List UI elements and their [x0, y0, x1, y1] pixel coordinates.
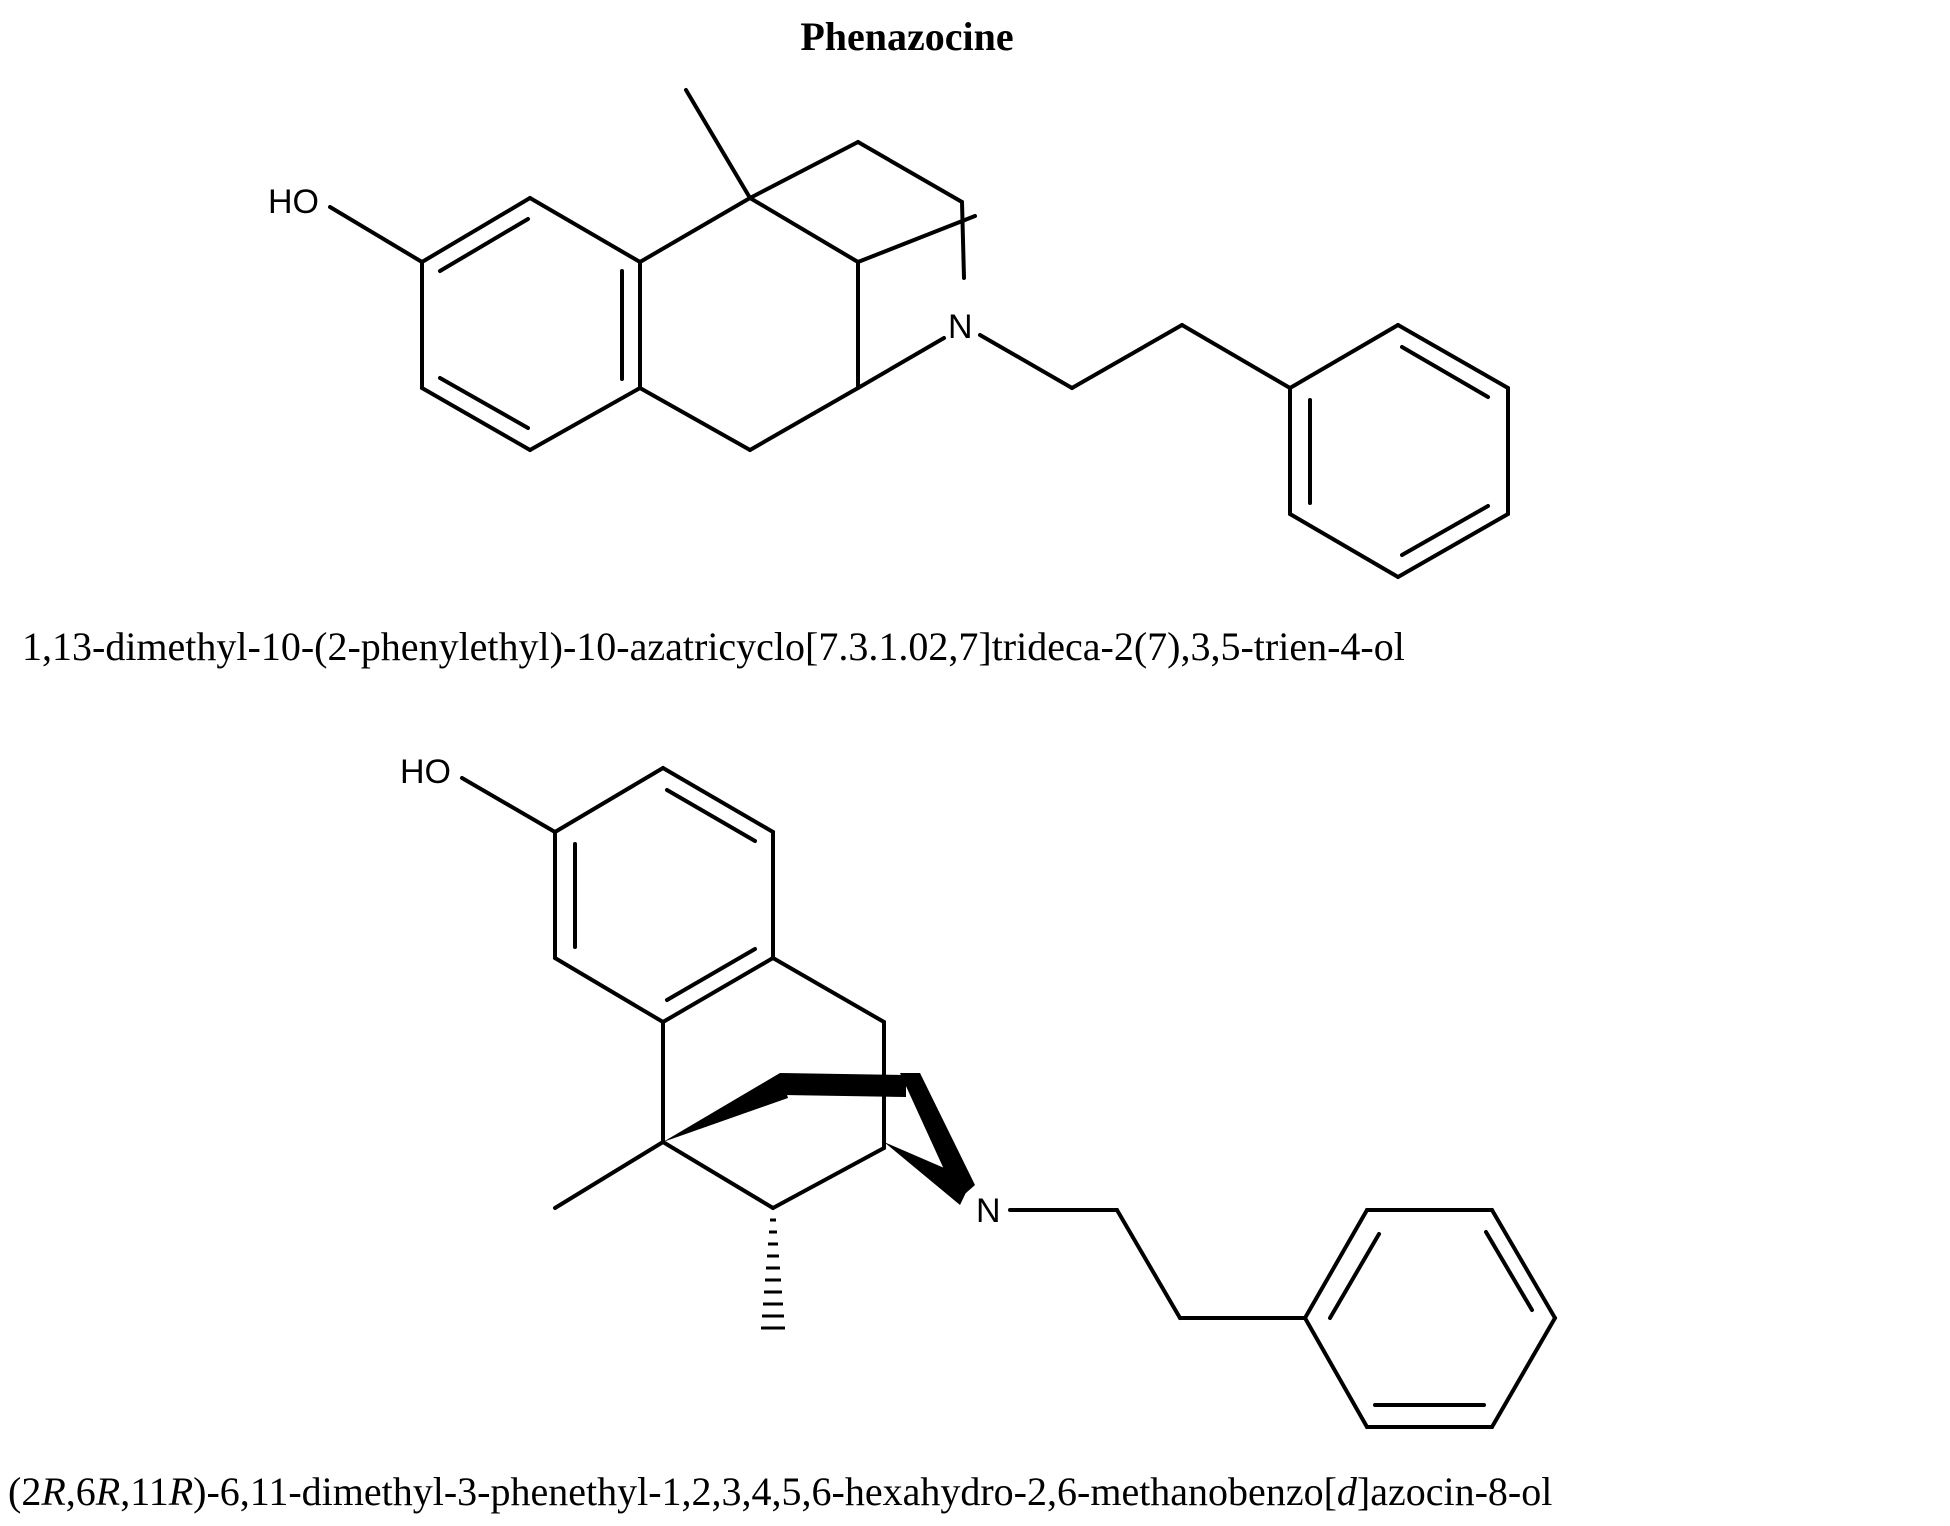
hydroxyl-label-2: HO — [400, 753, 451, 791]
structure-1: HO N — [22, 88, 1510, 669]
iupac-name-1: 1,13-dimethyl-10-(2-phenylethyl)-10-azat… — [22, 624, 1405, 669]
bond-ho-ring-2 — [460, 776, 557, 834]
figure-title: Phenazocine — [800, 14, 1013, 59]
hydroxyl-label-1: HO — [268, 183, 319, 221]
phenethyl-chain-1 — [978, 323, 1292, 390]
wedge-bond-3 — [900, 1073, 975, 1200]
wedge-bond-1 — [663, 1073, 788, 1142]
phenyl-ring-2 — [1303, 1208, 1557, 1429]
wedge-bond-4 — [884, 1142, 972, 1205]
structure-2: HO — [8, 753, 1557, 1514]
nitrogen-label-1: N — [948, 308, 973, 346]
iupac-name-2: (2R,6R,11R)-6,11-dimethyl-3-phenethyl-1,… — [8, 1469, 1552, 1514]
phenol-ring-2 — [553, 766, 775, 1024]
wedge-bond-2 — [780, 1073, 906, 1097]
bond-ho-ring-1 — [328, 205, 424, 264]
nitrogen-label-2: N — [976, 1192, 1001, 1230]
hashed-wedge-bond — [761, 1218, 785, 1330]
bridged-ring-1 — [638, 88, 977, 452]
phenol-ring-1 — [420, 196, 642, 452]
phenethyl-chain-2 — [1008, 1208, 1307, 1320]
phenyl-ring-1 — [1288, 323, 1510, 579]
bridged-ring-2 — [553, 956, 975, 1330]
